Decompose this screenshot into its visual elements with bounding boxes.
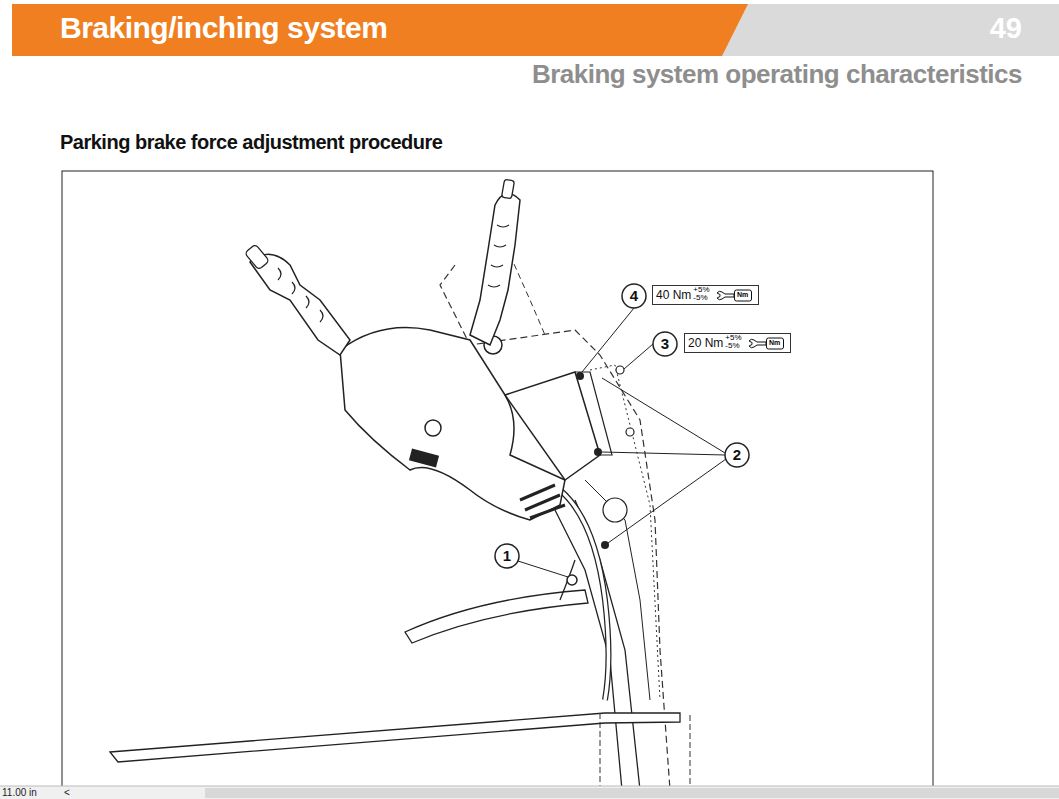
- section-heading: Parking brake force adjustment procedure: [60, 129, 442, 155]
- callout-number: 2: [725, 443, 749, 467]
- torque-box: 40 Nm+5%-5% Nm: [652, 285, 759, 305]
- torque-box: 20 Nm+5%-5% Nm: [684, 333, 791, 353]
- torque-unit: Nm: [767, 338, 783, 348]
- torque-value: 20 Nm: [688, 335, 723, 351]
- tolerance-value: +5%: [693, 286, 709, 294]
- tolerance-value: -5%: [725, 342, 741, 350]
- torque-unit: Nm: [735, 290, 751, 300]
- status-text: 11.00 in: [2, 786, 37, 799]
- tolerance: +5%-5%: [693, 286, 709, 302]
- scroll-arrow: <: [64, 786, 70, 799]
- tolerance-value: +5%: [725, 334, 741, 342]
- tolerance: +5%-5%: [725, 334, 741, 350]
- callout-number: 1: [495, 544, 519, 568]
- page-number: 49: [990, 10, 1022, 46]
- header-title: Braking/inching system: [60, 10, 387, 46]
- subtitle: Braking system operating characteristics: [532, 58, 1022, 90]
- callout-number: 3: [653, 332, 677, 356]
- wrench-icon: Nm: [748, 337, 786, 350]
- torque-value: 40 Nm: [656, 287, 691, 303]
- callout-number: 4: [622, 284, 646, 308]
- wrench-icon: Nm: [716, 289, 754, 302]
- tolerance-value: -5%: [693, 294, 709, 302]
- header-bar: [12, 4, 748, 56]
- header-grey: [700, 4, 1059, 56]
